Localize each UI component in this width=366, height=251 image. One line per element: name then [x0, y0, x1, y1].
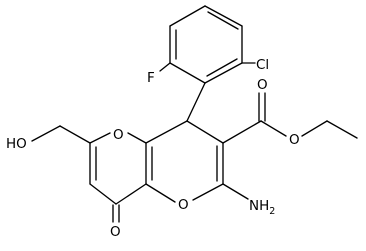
bond-c2-o1	[192, 183, 224, 201]
bond-ring-a-6	[169, 5, 206, 27]
bond-c2-nh2	[222, 183, 249, 200]
bond-c7-c8	[89, 183, 117, 205]
bond-lines	[31, 5, 358, 223]
atom-label-nh2-main: NH	[249, 198, 269, 214]
bond-c8-c8a	[115, 183, 147, 205]
atom-label-f: F	[147, 70, 155, 86]
atom-label-o-ring-bottom: O	[178, 197, 189, 213]
bond-c4a-o5	[127, 132, 147, 144]
atom-label-o-ring-top: O	[113, 127, 124, 143]
bond-ring-a-1	[204, 5, 243, 27]
bond-o1-c8a	[145, 183, 176, 203]
bond-ch2-ch3	[326, 120, 358, 139]
bond-c4a-c4	[145, 120, 188, 144]
bond-c6-ch2	[59, 125, 91, 144]
atom-label-nh2-subscript: 2	[269, 206, 275, 217]
bond-c3-ccarbonyl	[222, 120, 262, 144]
bond-ring-a-1-inner	[207, 11, 239, 30]
bond-ring-a-4	[169, 62, 206, 84]
bond-c4-c3	[186, 120, 224, 144]
atom-label-o-ester-ether: O	[289, 132, 300, 148]
atom-label-cl: Cl	[256, 57, 269, 73]
atom-label-nh2: NH2	[249, 198, 275, 217]
bond-ring-a-3-inner	[206, 58, 238, 77]
atom-label-o-ketone: O	[110, 224, 121, 240]
bond-ring-a-3	[204, 62, 243, 84]
atom-labels: Cl F O O O O O HO NH2	[6, 57, 300, 240]
bond-ch2-oh	[31, 125, 61, 142]
atom-label-o-ester-carbonyl: O	[257, 77, 268, 93]
atom-label-ho: HO	[6, 136, 27, 152]
bond-c-f	[159, 62, 171, 72]
bond-o-ch2	[301, 120, 328, 137]
bond-aryl-c4	[186, 82, 206, 122]
bond-c-o-ether	[260, 120, 287, 137]
bond-o5-c6	[89, 132, 111, 144]
